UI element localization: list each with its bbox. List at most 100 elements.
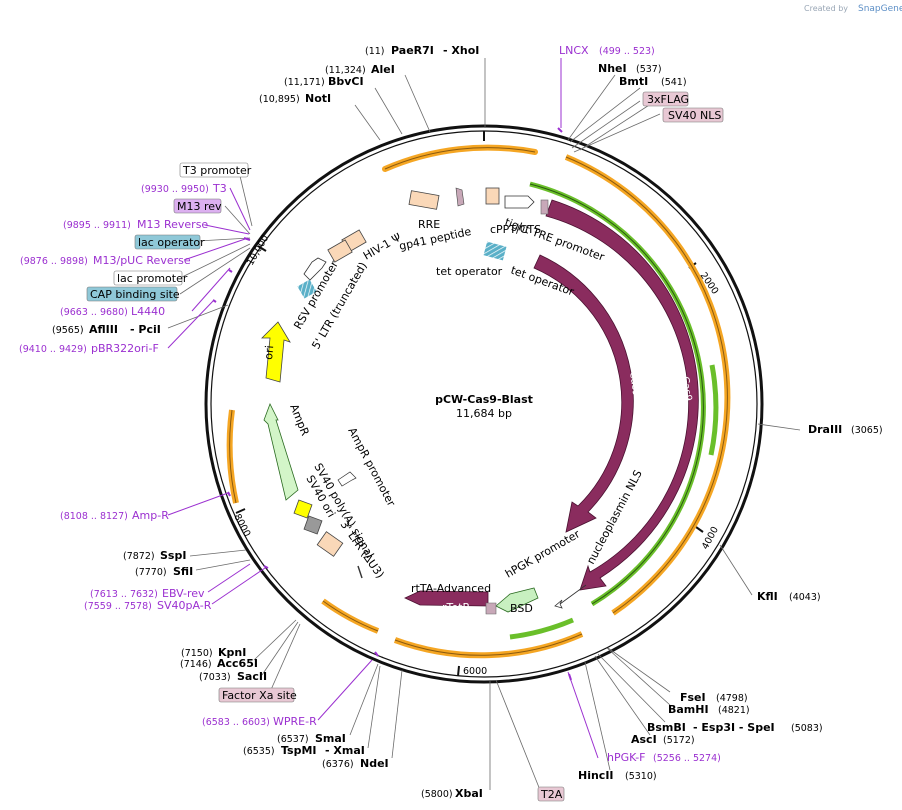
site-pos: (537) bbox=[636, 64, 662, 75]
primer-name: LNCX bbox=[559, 44, 589, 57]
ori-label: ori bbox=[262, 345, 276, 360]
rtetr-label: rTetR bbox=[442, 601, 470, 614]
site-pos: (5172) bbox=[663, 735, 695, 746]
ltr3-mark bbox=[357, 565, 363, 579]
primer-name: SV40pA-R bbox=[157, 599, 212, 612]
site-extra: - XhoI bbox=[443, 44, 479, 57]
site-pos: (5800) bbox=[421, 789, 453, 800]
site-pos: (6537) bbox=[277, 734, 309, 745]
site-name: NdeI bbox=[360, 757, 389, 770]
tet-operator-label-1: tet operator bbox=[436, 265, 503, 278]
snapgene-logo: SnapGene bbox=[858, 4, 902, 14]
site-pos: (4821) bbox=[718, 705, 750, 716]
plasmid-name: pCW-Cas9-Blast bbox=[435, 393, 533, 406]
nucleoplasmin-feature bbox=[586, 572, 598, 586]
label-cap-binding: CAP binding site bbox=[90, 288, 180, 301]
primer-range: (7613 .. 7632) bbox=[90, 589, 158, 600]
rre-box bbox=[408, 190, 440, 210]
site-pos: (7872) bbox=[123, 551, 155, 562]
primer-name: M13 Reverse bbox=[137, 218, 208, 231]
rre-label: RRE bbox=[418, 218, 440, 231]
site-pos: (6376) bbox=[322, 759, 354, 770]
primer-name: Amp-R bbox=[132, 509, 169, 522]
gp41-mark bbox=[455, 187, 465, 207]
site-name: KpnI bbox=[218, 646, 246, 659]
site-name: TspMI bbox=[281, 744, 317, 757]
tick-label-4000: 4000 bbox=[700, 525, 721, 552]
site-name: FseI bbox=[680, 691, 706, 704]
bsd-arrow bbox=[495, 587, 539, 613]
site-pos: (7150) bbox=[181, 648, 213, 659]
tet-operator-box bbox=[483, 241, 507, 261]
site-name: PaeR7I bbox=[391, 44, 434, 57]
label-lac-operator: lac operator bbox=[138, 236, 205, 249]
site-name: DraIII bbox=[808, 423, 842, 436]
primer-name: M13/pUC Reverse bbox=[93, 254, 191, 267]
site-name: KflI bbox=[757, 590, 778, 603]
site-name: BamHI bbox=[668, 703, 709, 716]
primer-name: EBV-rev bbox=[162, 587, 205, 600]
site-pos: (10,895) bbox=[259, 94, 300, 105]
site-pos: (3065) bbox=[851, 425, 883, 436]
green-arc-bottom bbox=[509, 617, 574, 640]
hpgk-label: hPGK promoter bbox=[503, 527, 583, 580]
site-pos: (7033) bbox=[199, 672, 231, 683]
orange-arc-bl bbox=[321, 598, 380, 634]
primer-name: pBR322ori-F bbox=[91, 342, 159, 355]
cas9-inner-arrow bbox=[533, 254, 634, 533]
orange-arc-left-core bbox=[229, 409, 237, 504]
site-extra: - PciI bbox=[130, 323, 161, 336]
primer-name: T3 bbox=[212, 182, 227, 195]
hpgk-arrow bbox=[554, 584, 587, 609]
hiv-psi-label: HIV-1 Ψ bbox=[361, 230, 404, 262]
primer-name: L4440 bbox=[131, 305, 165, 318]
site-name: Acc65I bbox=[217, 657, 258, 670]
primer-range: (8108 .. 8127) bbox=[60, 511, 128, 522]
rsv-hatch bbox=[297, 279, 317, 299]
site-pos: (9565) bbox=[52, 325, 84, 336]
rtetr-arrow bbox=[404, 590, 489, 607]
site-labels: (11) PaeR7I - XhoI (11,324) AleI (11,171… bbox=[52, 44, 883, 800]
site-name: SfiI bbox=[173, 565, 193, 578]
backbone-outer-ring bbox=[204, 124, 764, 684]
orange-arc-bl-core bbox=[322, 600, 379, 632]
site-name: SmaI bbox=[315, 732, 346, 745]
site-name: AleI bbox=[371, 63, 395, 76]
ampr-label: AmpR bbox=[287, 402, 311, 438]
orange-arc-top bbox=[382, 144, 538, 172]
green-arc-right-core bbox=[529, 183, 704, 605]
rsv-arrow bbox=[303, 257, 327, 281]
site-name: SacII bbox=[237, 670, 267, 683]
label-factor-xa: Factor Xa site bbox=[222, 689, 297, 702]
orange-arc-right-core bbox=[565, 156, 728, 614]
primer-range: (9876 .. 9898) bbox=[20, 256, 88, 267]
plasmid-size: 11,684 bp bbox=[456, 407, 512, 420]
tick-8000 bbox=[235, 508, 246, 514]
site-extra: - Esp3I - SpeI bbox=[693, 721, 775, 734]
bsd-label: BSD bbox=[510, 602, 533, 615]
tight-tre-arrow bbox=[504, 195, 535, 209]
site-pos: (4043) bbox=[789, 592, 821, 603]
label-t2a: T2A bbox=[540, 788, 563, 801]
site-name: AflIII bbox=[89, 323, 118, 336]
sv40-nls-mark bbox=[540, 199, 549, 215]
site-pos: (6535) bbox=[243, 746, 275, 757]
site-pos: (5083) bbox=[791, 723, 823, 734]
primer-range: (9410 .. 9429) bbox=[19, 344, 87, 355]
primer-range: (499 .. 523) bbox=[599, 46, 655, 57]
site-name: HincII bbox=[578, 769, 614, 782]
ampr-promoter-arrow bbox=[337, 471, 357, 487]
primer-range: (6583 .. 6603) bbox=[202, 717, 270, 728]
ampr-promoter-label: AmpR promoter bbox=[345, 425, 398, 509]
green-arc-small bbox=[708, 364, 719, 456]
site-name: BsmBI bbox=[647, 721, 686, 734]
site-pos: (4798) bbox=[716, 693, 748, 704]
tick-label-6000: 6000 bbox=[463, 666, 487, 677]
label-m13-rev: M13 rev bbox=[177, 200, 222, 213]
cas9-outer-label: Cas9 bbox=[679, 376, 693, 402]
ori-arrow bbox=[261, 321, 291, 383]
site-name: BbvCI bbox=[328, 75, 364, 88]
site-pos: (7770) bbox=[135, 567, 167, 578]
